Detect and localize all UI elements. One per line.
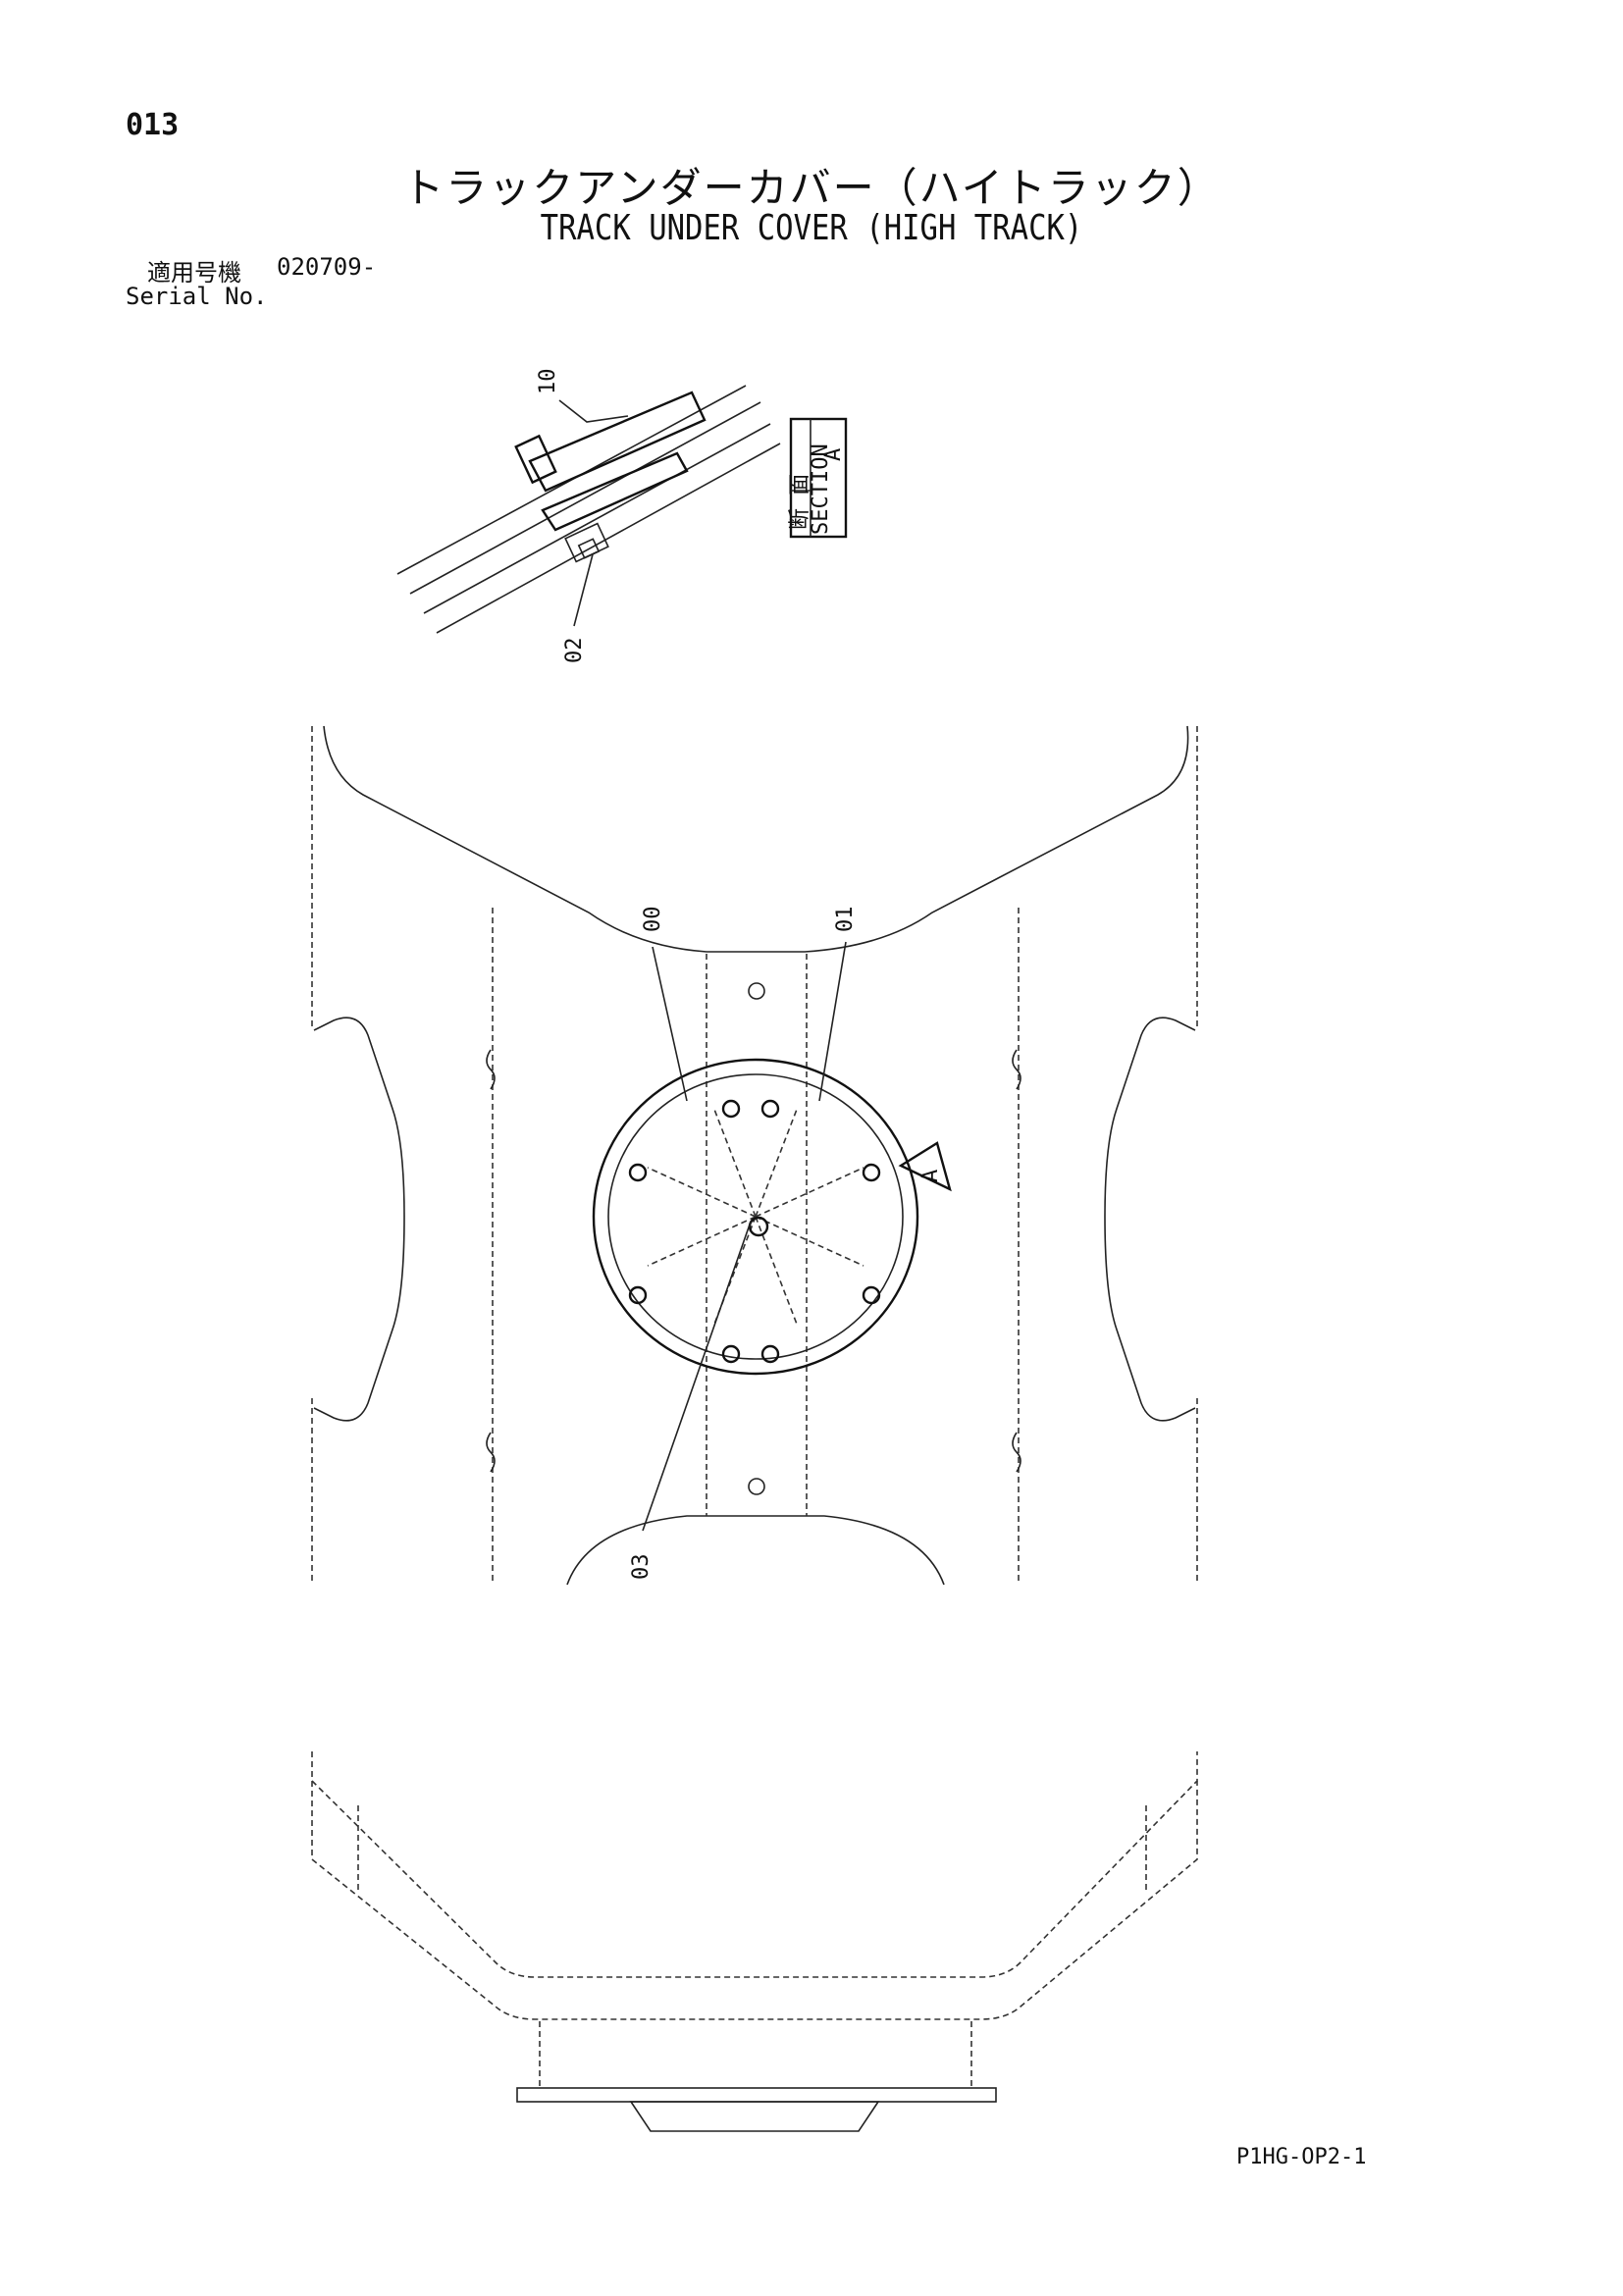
section-marker-letter: A (918, 1170, 943, 1182)
plan-view: A 00 01 03 (311, 725, 1198, 1586)
callout-10-label: 10 (536, 369, 560, 395)
page-number: 013 (126, 108, 180, 142)
drawing-code: P1HG-OP2-1 (1236, 2145, 1367, 2169)
callout-02-label: 02 (562, 638, 587, 664)
serial-value: 020709- (277, 253, 377, 281)
section-tag-japanese: 断 面 (788, 474, 812, 530)
bolt-holes (628, 1099, 881, 1364)
title-japanese: トラックアンダーカバー（ハイトラック） (402, 164, 1221, 212)
front-view (311, 1751, 1198, 2132)
serial-label-english: Serial No. (126, 283, 268, 310)
callout-01-label: 01 (833, 907, 858, 933)
callout-03-label: 03 (629, 1554, 654, 1581)
title-english: TRACK UNDER COVER (HIGH TRACK) (540, 208, 1083, 248)
section-a-detail: 10 02 (396, 369, 781, 664)
section-a-tag: A 断 面 SECTION (788, 417, 848, 539)
section-tag-letter: A (821, 448, 846, 461)
callout-00-label: 00 (641, 907, 665, 933)
serial-label-japanese: 適用号機 (147, 259, 241, 287)
section-tag-english: SECTION (809, 444, 833, 535)
